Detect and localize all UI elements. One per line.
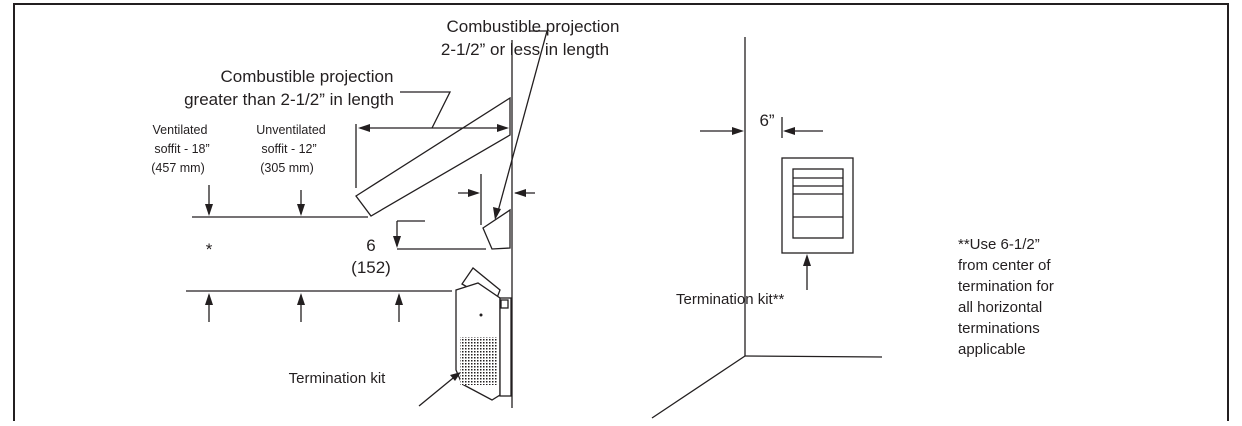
termination-dot — [479, 313, 483, 317]
ventilated-arrow-down — [205, 204, 213, 216]
unventilated-label-1: Unventilated — [256, 123, 326, 137]
termination-kit-front — [781, 157, 854, 254]
six-arrow-down — [393, 236, 401, 248]
short-projection-label-1: Combustible projection — [447, 17, 620, 36]
termination-grille — [460, 337, 497, 385]
long-projection — [355, 96, 511, 217]
unventilated-arrow-up — [297, 293, 305, 305]
corner-diagonal-line — [651, 355, 746, 419]
note-line-6: applicable — [958, 341, 1026, 358]
termination-kit-side — [455, 267, 512, 401]
six-inch-arrow-right — [732, 127, 744, 135]
ventilated-label-2: soffit - 18” — [154, 142, 209, 156]
termination-kit-label-left: Termination kit — [289, 370, 387, 387]
short-projection-label-2: 2-1/2” or less in length — [441, 40, 609, 59]
six-dim-label: 6 — [366, 236, 375, 255]
six-inch-arrow-left — [783, 127, 795, 135]
unventilated-arrow-down — [297, 204, 305, 216]
side-view: Combustible projection 2-1/2” or less in… — [151, 17, 619, 408]
termination-screw — [500, 299, 509, 309]
termination-kit-leader — [418, 373, 459, 407]
termination-kit-label-right: Termination kit** — [676, 291, 785, 308]
termination-flange — [499, 297, 512, 397]
short-arrow-right — [468, 189, 480, 197]
long-projection-arrow-left — [358, 124, 370, 132]
unventilated-label-2: soffit - 12” — [261, 142, 316, 156]
termination-kit-arrow — [450, 372, 461, 381]
long-projection-arrow-right — [497, 124, 509, 132]
six-inch-label: 6” — [759, 111, 774, 130]
front-view: 6” Termination kit** **Use 6-1/2” from c… — [651, 37, 1054, 419]
long-projection-label-2: greater than 2-1/2” in length — [184, 90, 394, 109]
asterisk-label: * — [206, 240, 213, 259]
note-line-2: from center of — [958, 257, 1051, 274]
short-leader-arrow — [493, 207, 501, 220]
six-arrow-up — [395, 293, 403, 305]
corner-horizontal-line — [744, 355, 883, 358]
termination-front-inner — [792, 168, 844, 239]
note-line-3: termination for — [958, 278, 1054, 295]
ventilated-label-1: Ventilated — [153, 123, 208, 137]
termination-kit-right-arrow — [803, 254, 811, 266]
ventilated-label-3: (457 mm) — [151, 161, 204, 175]
note-line-4: all horizontal — [958, 299, 1042, 316]
long-projection-label-1: Combustible projection — [221, 67, 394, 86]
frame-border — [13, 3, 1229, 421]
long-projection-leader — [400, 91, 452, 129]
short-arrow-left — [514, 189, 526, 197]
short-projection — [482, 208, 511, 250]
six-dim-mm-label: (152) — [351, 258, 391, 277]
short-projection-leader — [496, 30, 548, 216]
note-line-1: **Use 6-1/2” — [958, 236, 1040, 253]
unventilated-label-3: (305 mm) — [260, 161, 313, 175]
note-line-5: terminations — [958, 320, 1040, 337]
ventilated-arrow-up — [205, 293, 213, 305]
